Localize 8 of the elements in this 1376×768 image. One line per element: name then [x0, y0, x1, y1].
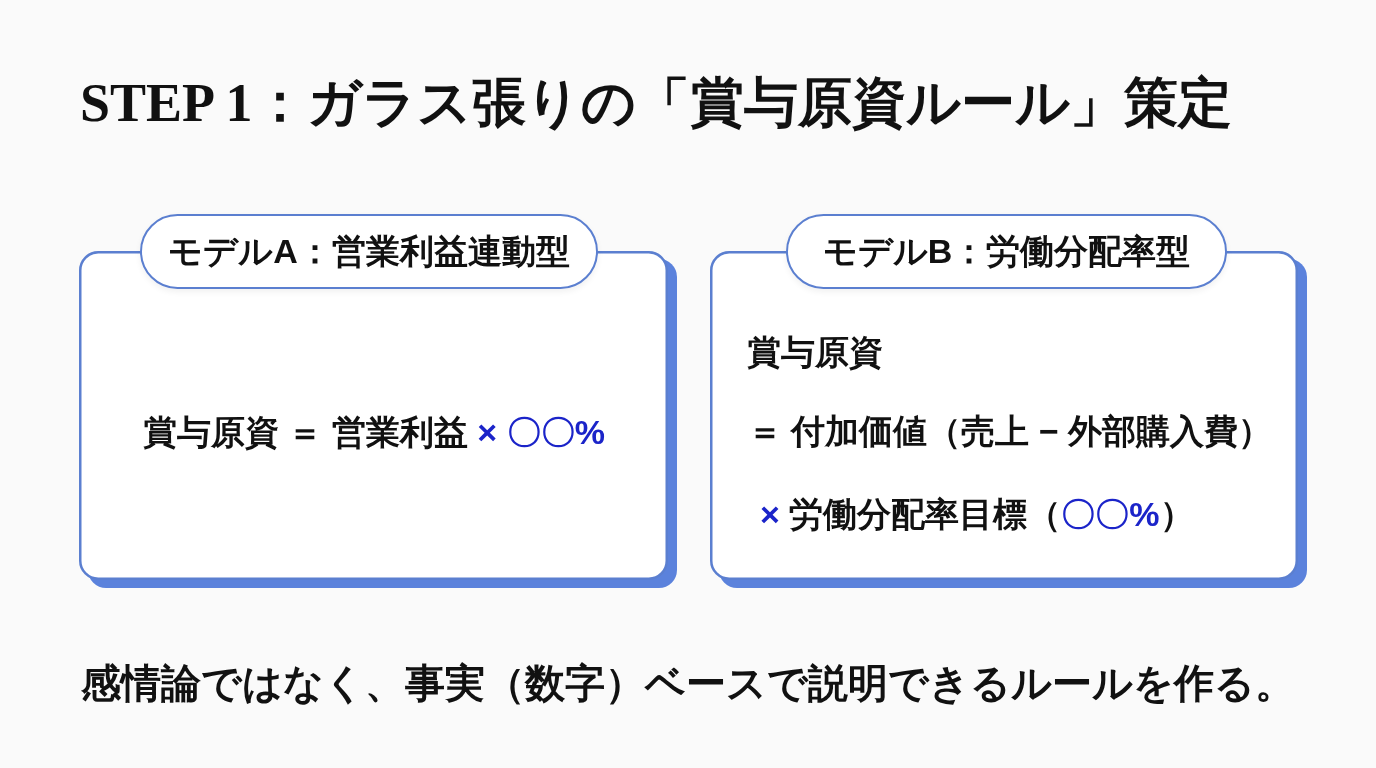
- model-heading: モデルB：労働分配率型: [786, 214, 1227, 289]
- page-title: STEP 1：ガラス張りの「賞与原資ルール」策定: [80, 71, 1232, 135]
- formula-text: 賞与原資: [747, 331, 883, 373]
- model-heading: モデルA：営業利益連動型: [140, 214, 598, 289]
- formula-text: ＝ 付加価値（売上 − 外部購入費）: [748, 410, 1273, 452]
- formula-text: × 労働分配率目標（〇〇%）: [760, 493, 1194, 535]
- summary-text: 感情論ではなく、事実（数字）ベースで説明できるルールを作る。: [81, 660, 1295, 707]
- formula-text: 賞与原資 ＝ 営業利益 × 〇〇%: [143, 411, 605, 453]
